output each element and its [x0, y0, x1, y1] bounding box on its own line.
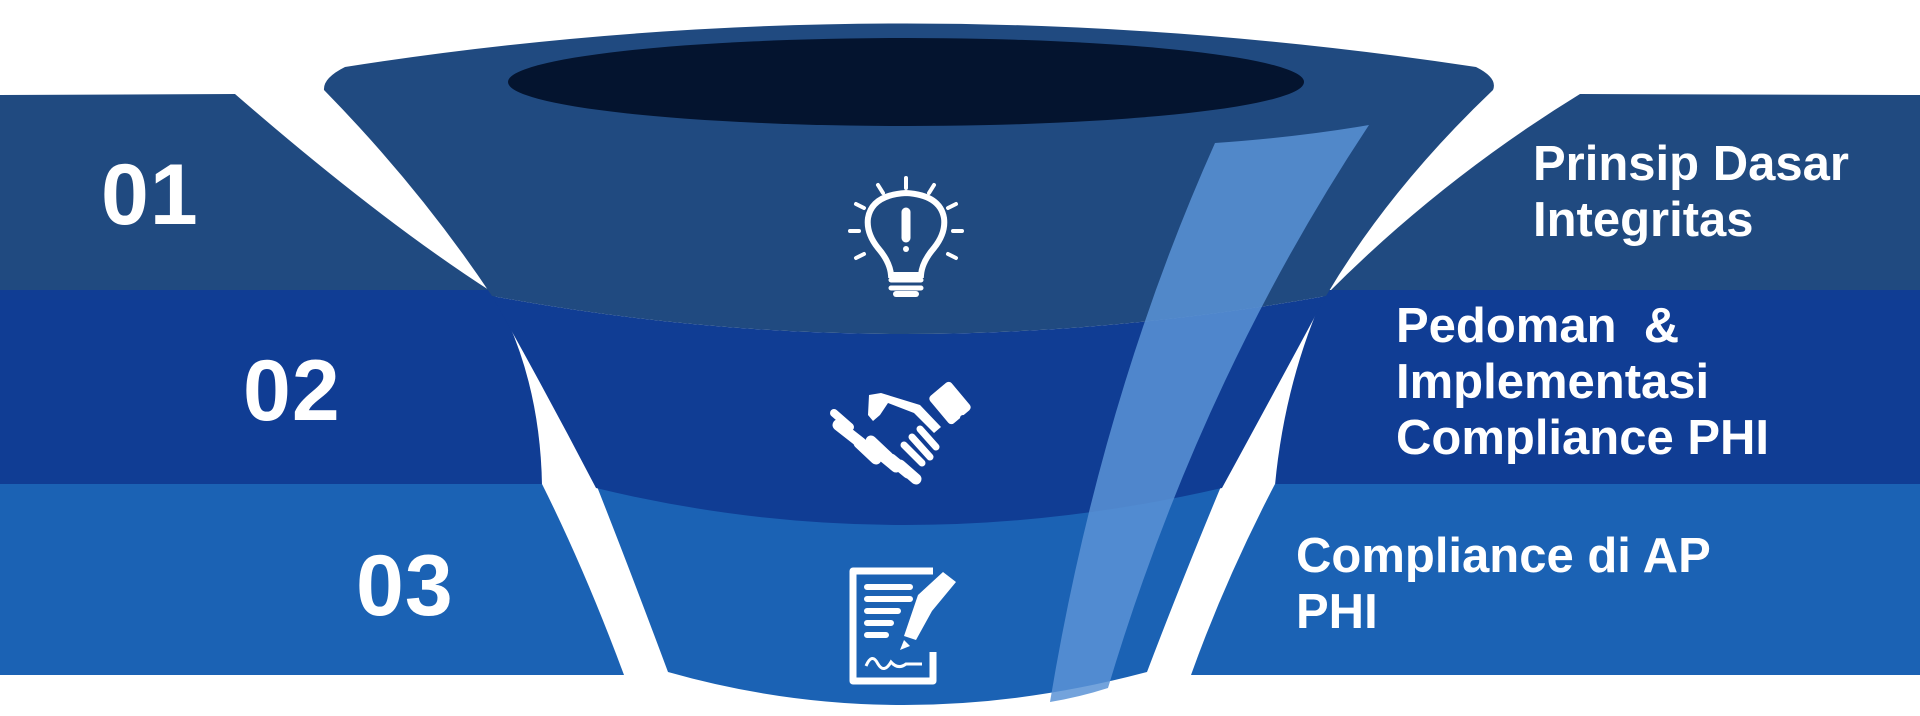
stage-label-1: Prinsip Dasar Integritas	[1533, 137, 1849, 247]
band-1-left	[0, 94, 492, 292]
band-2-left	[0, 290, 542, 485]
band-3-right	[1191, 484, 1920, 675]
lightbulb-icon	[848, 176, 964, 297]
stage-label-2: Pedoman & Implementasi Compliance PHI	[1396, 299, 1770, 465]
band-1-right	[1326, 94, 1920, 295]
stage-band-1	[0, 94, 1920, 295]
stage-number-02: 02	[243, 343, 341, 439]
stage-band-2	[0, 290, 1920, 485]
stage-number-03: 03	[356, 538, 454, 634]
funnel-highlight	[1050, 125, 1369, 702]
document-sign-icon	[849, 567, 956, 685]
stage-number-01: 01	[101, 147, 199, 243]
handshake-icon	[830, 381, 971, 485]
band-3-left	[0, 484, 624, 675]
stage-band-3	[0, 484, 1920, 675]
funnel-mouth	[508, 38, 1304, 126]
band-2-right	[1275, 290, 1920, 485]
stage-label-3: Compliance di AP PHI	[1296, 529, 1711, 639]
